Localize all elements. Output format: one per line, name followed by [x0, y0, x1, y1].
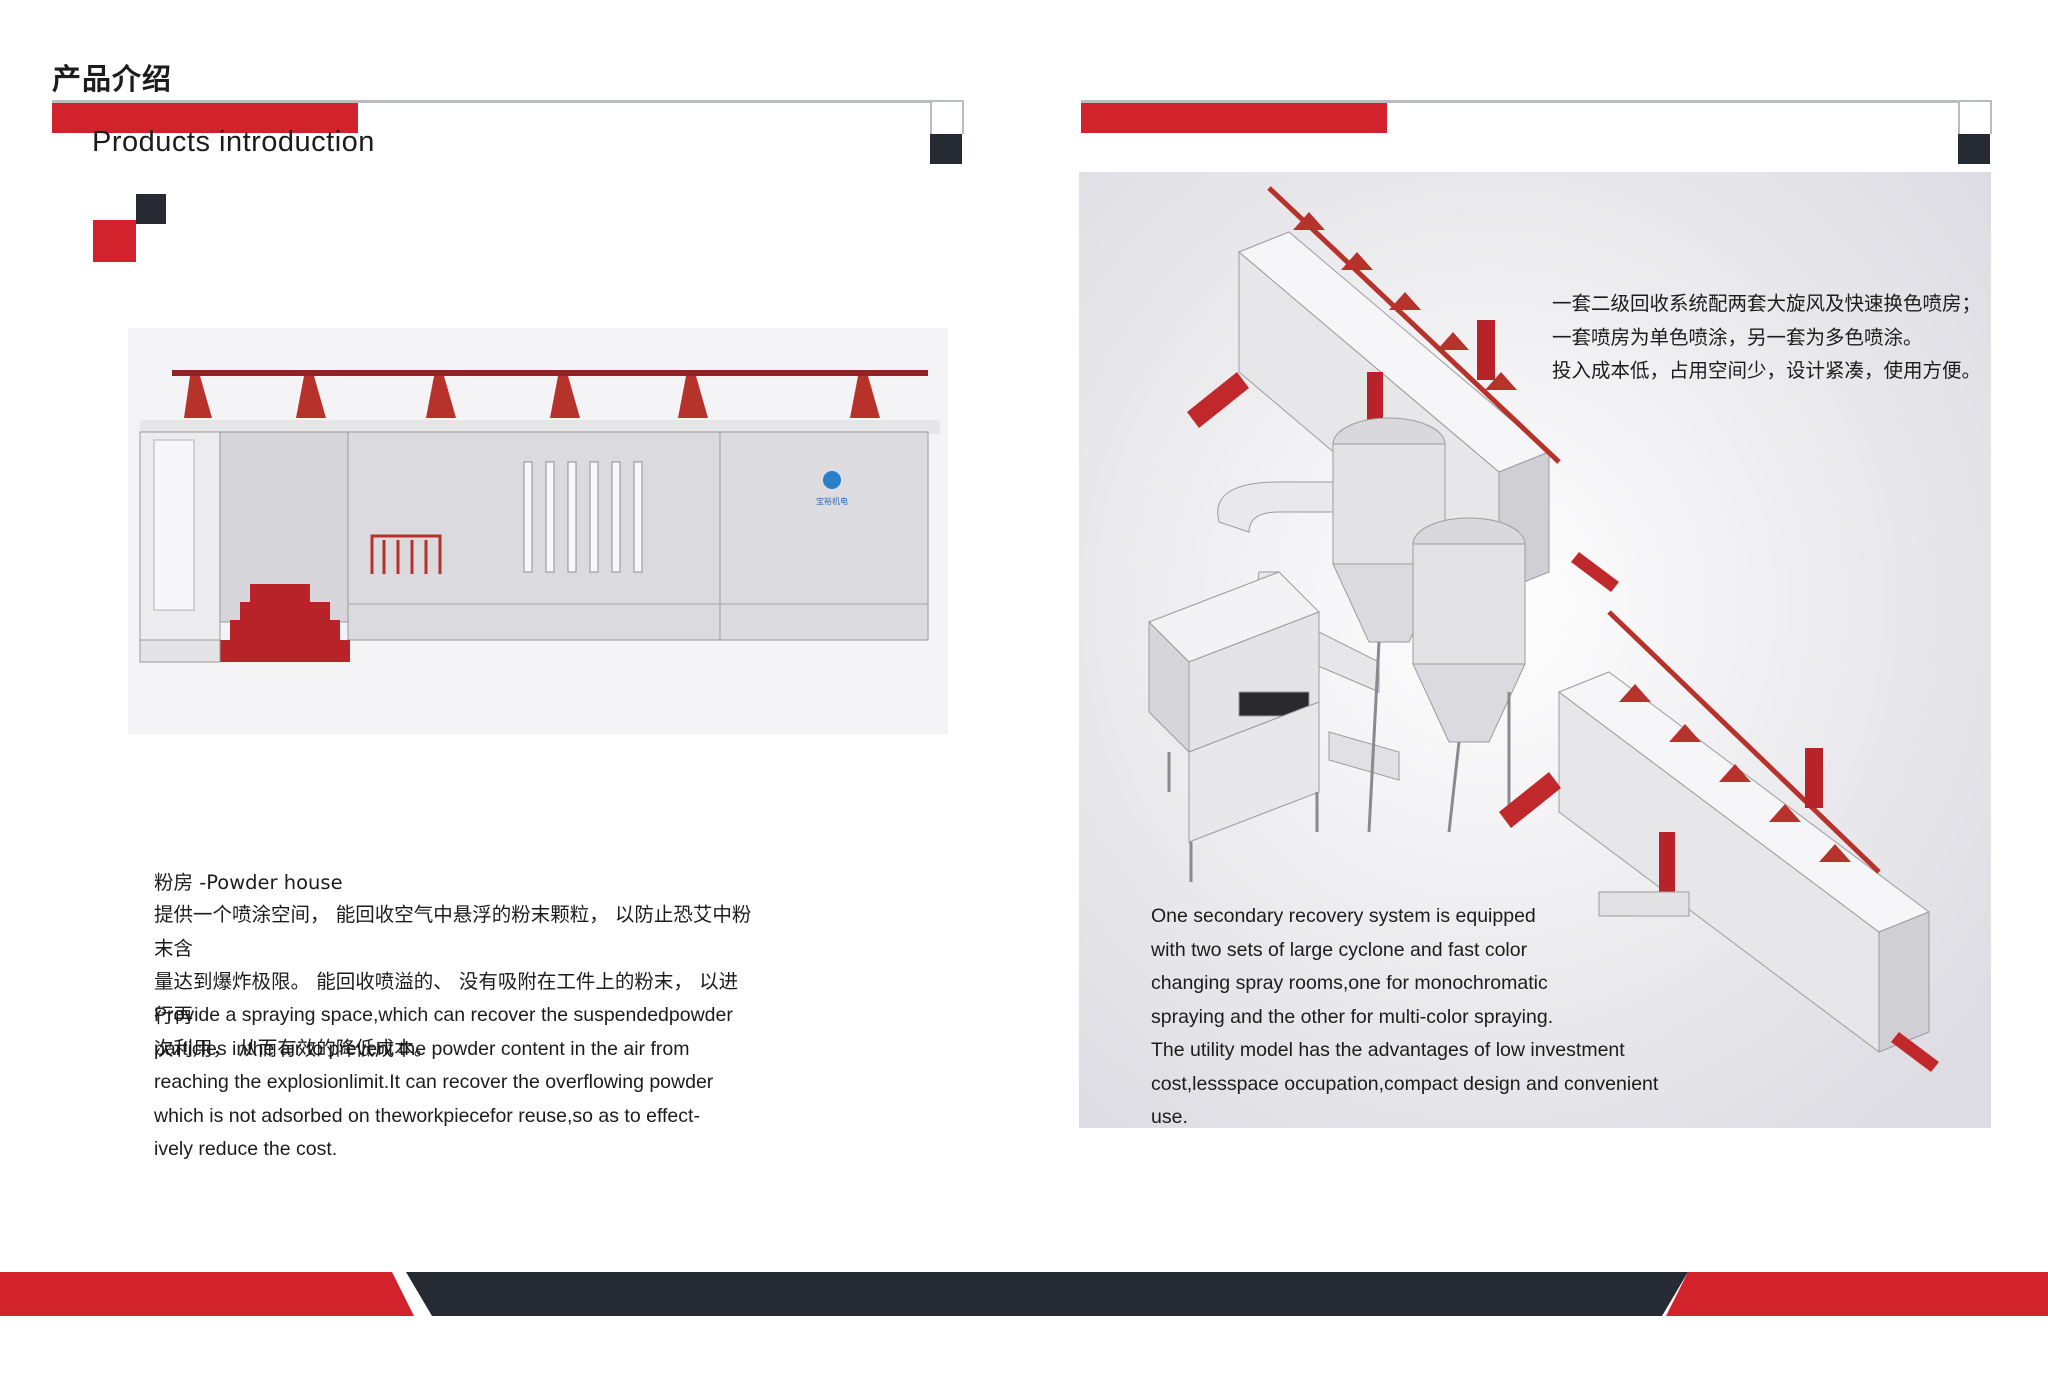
body-text-cn: 提供一个喷涂空间， 能回收空气中悬浮的粉末颗粒， 以防止恐艾中粉末含 量达到爆炸…	[154, 903, 752, 1060]
body-text-en: Provide a spraying space,which can recov…	[154, 1004, 733, 1160]
powder-house-image: 宝裕机电	[128, 328, 948, 734]
image-logo-text: 宝裕机电	[816, 496, 848, 506]
powder-house-illustration: 宝裕机电	[128, 328, 948, 734]
header-rule-right	[1081, 100, 1991, 103]
decor-red-square	[93, 220, 136, 262]
header-rule-left	[52, 100, 962, 103]
header-dark-square-left	[930, 134, 962, 164]
page-title-en: Products introduction	[92, 126, 375, 158]
footer-dark-center	[406, 1272, 1688, 1316]
caption-text-cn: 一套二级回收系统配两套大旋风及快速换色喷房； 一套喷房为单色喷涂，另一套为多色喷…	[1552, 292, 1982, 382]
section-title: 粉房 -Powder house	[154, 871, 343, 894]
recovery-system-image	[1079, 172, 1991, 1128]
header-frame-square-left	[930, 100, 964, 134]
decor-dark-square	[136, 194, 166, 224]
header-frame-square-right	[1958, 100, 1992, 134]
header-dark-square-right	[1958, 134, 1990, 164]
header-red-bar-left	[52, 103, 358, 133]
caption-text-en: One secondary recovery system is equippe…	[1151, 905, 1659, 1128]
footer-band	[0, 1272, 2048, 1316]
page-title-cn: 产品介绍	[52, 62, 173, 96]
recovery-system-illustration	[1079, 172, 1991, 1128]
header-red-bar-right	[1081, 103, 1387, 133]
footer-red-left	[0, 1272, 414, 1316]
footer-red-right	[1666, 1272, 2048, 1316]
